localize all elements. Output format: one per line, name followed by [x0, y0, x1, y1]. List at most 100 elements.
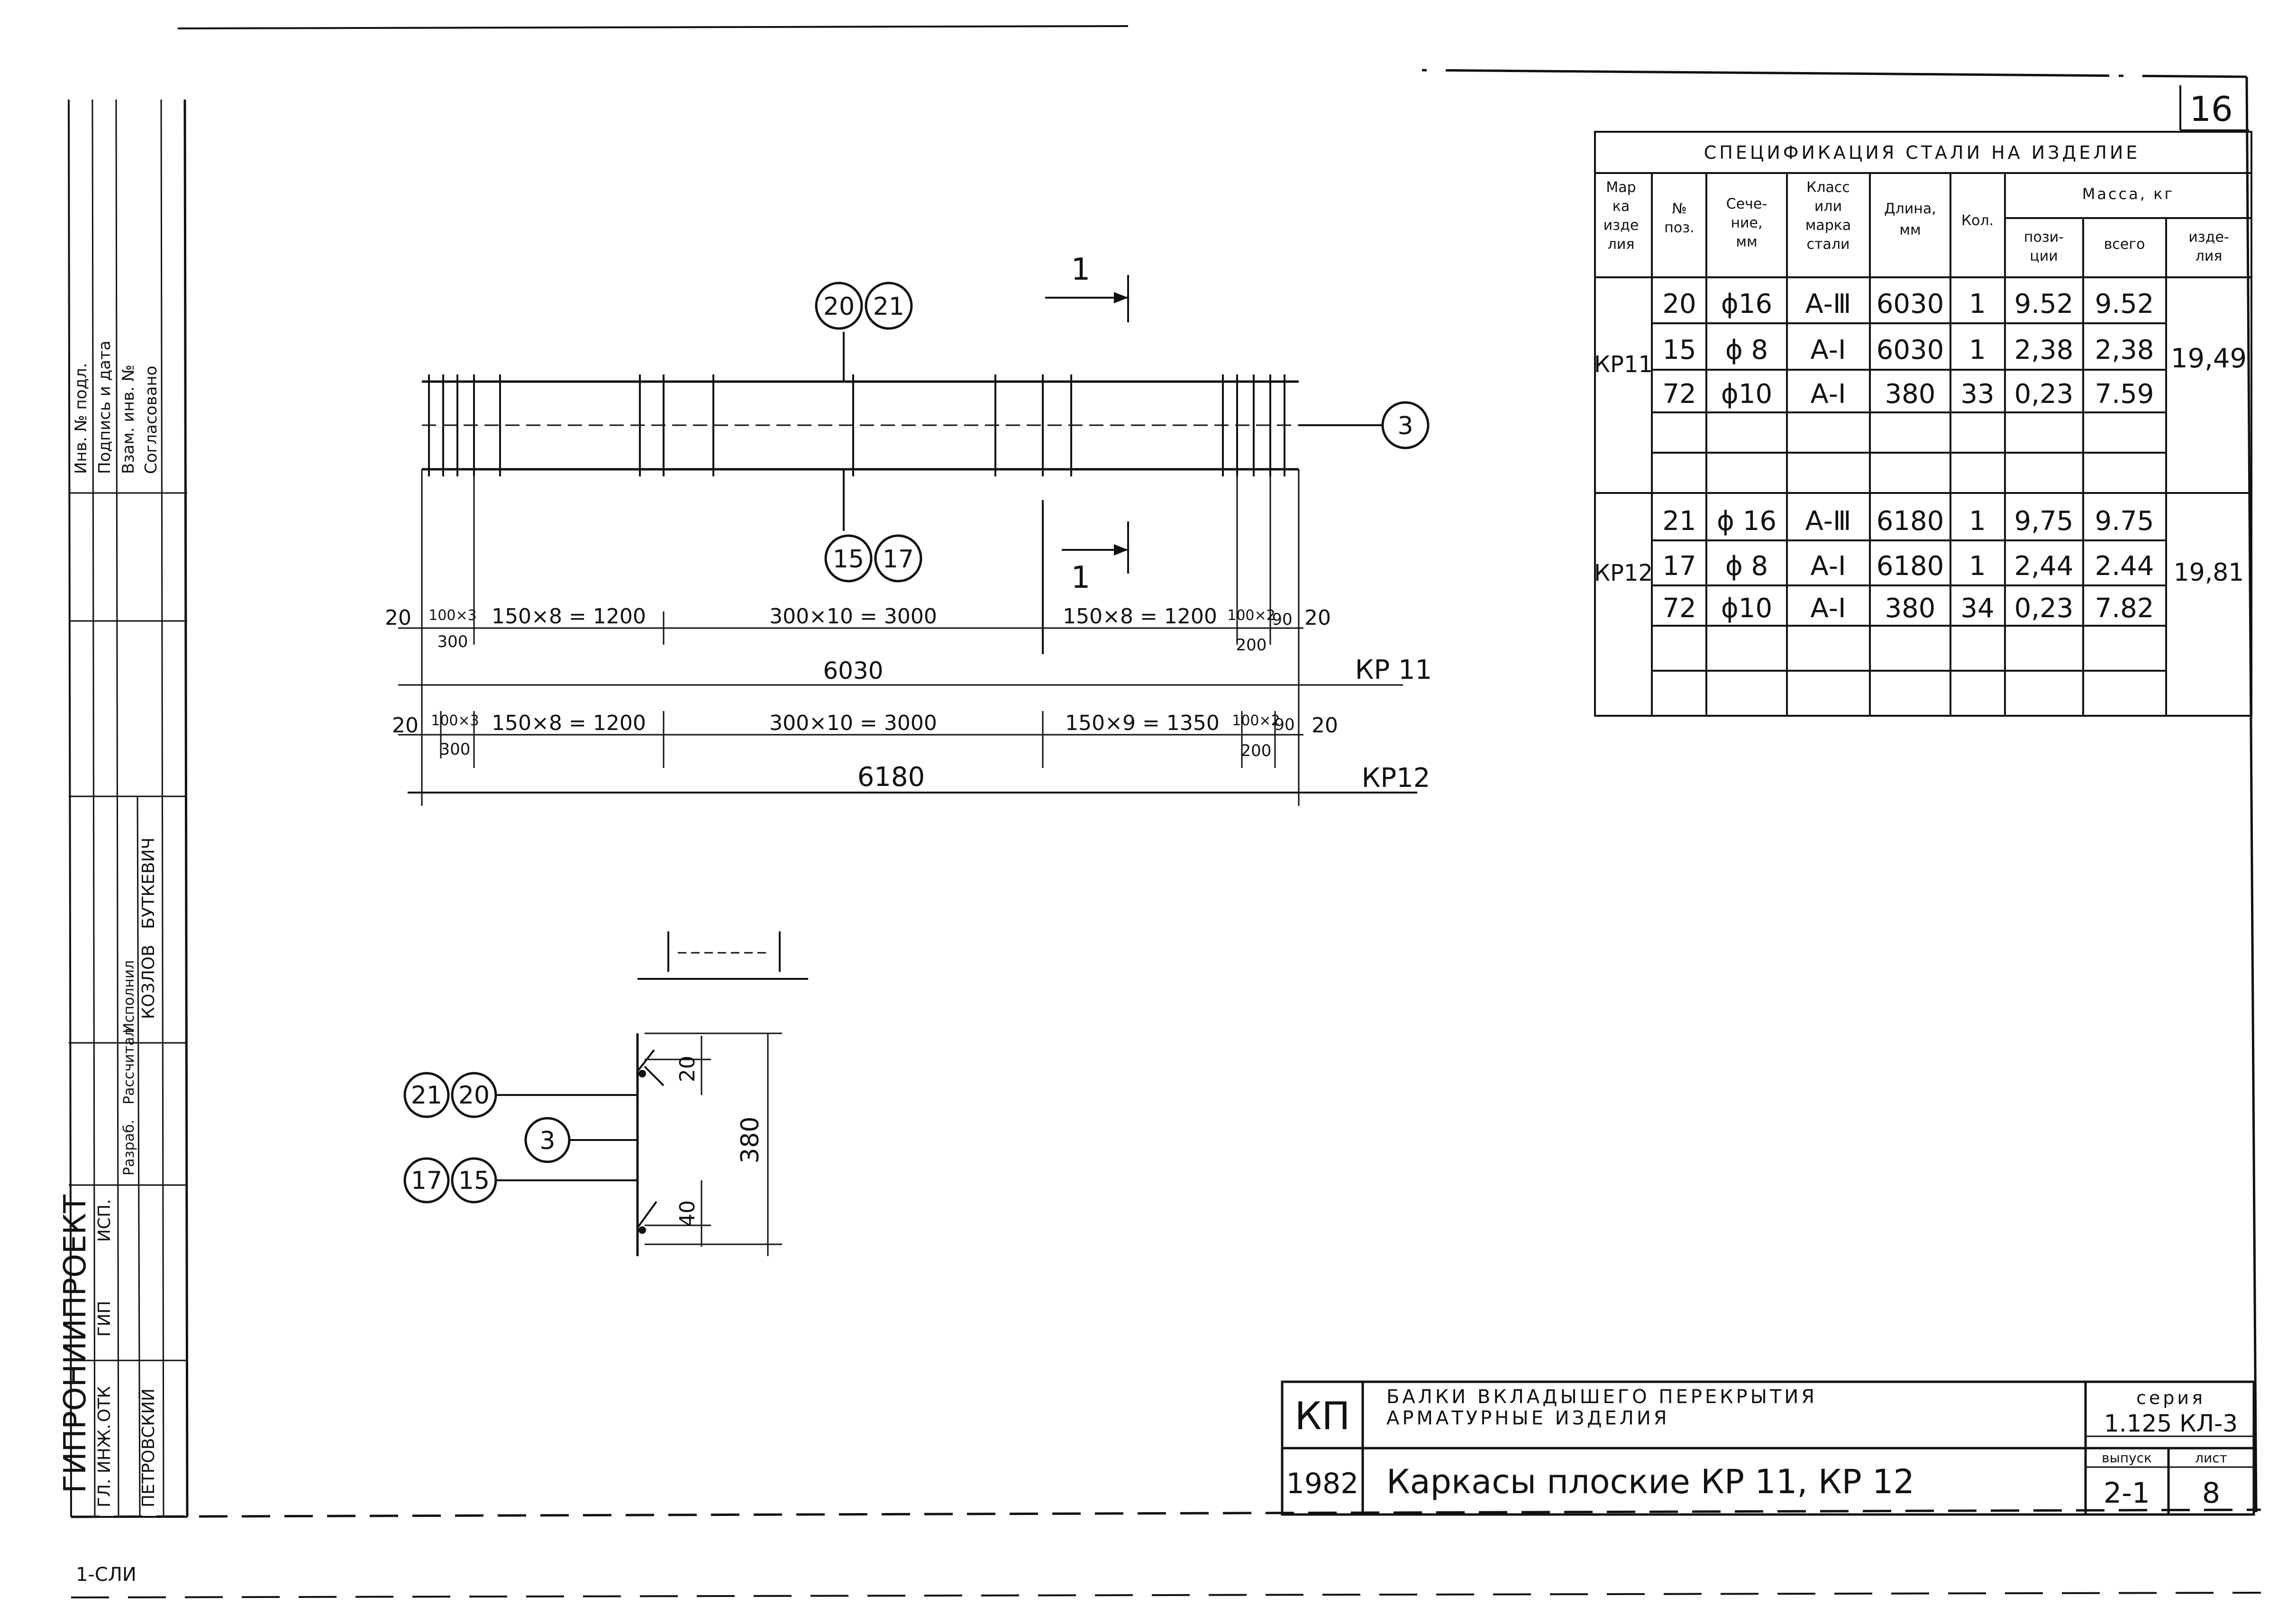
- kr12-seg5-bot: 200: [1241, 741, 1272, 760]
- kr12-seg6: 90: [1274, 715, 1294, 734]
- stamp-name-1: ПЕТРОВСКИЙ: [138, 1388, 158, 1507]
- sheet-value: 8: [2202, 1477, 2220, 1510]
- stamp-role-1: ГЛ. ИНЖ.: [95, 1424, 114, 1507]
- hdr-section-3: мм: [1736, 234, 1757, 250]
- hdr-length-2: мм: [1899, 222, 1921, 238]
- stamp-upper-2: Подпись и дата: [95, 340, 114, 474]
- elevation-arrows: [1114, 292, 1128, 556]
- kr11-seg5-bot: 200: [1236, 636, 1267, 655]
- sheet-title: Каркасы плоские КР 11, КР 12: [1386, 1462, 1914, 1501]
- hdr-length-1: Длина,: [1884, 201, 1936, 217]
- group-item-mass-kr12: 19,81: [2174, 558, 2244, 587]
- cage-elevation: [398, 275, 1417, 806]
- section-mark-bottom: 1: [1071, 560, 1091, 595]
- hdr-mass-pos-2: ции: [2030, 248, 2058, 265]
- sheet-number: 16: [2189, 89, 2233, 129]
- sec-callout-17: 17: [411, 1167, 442, 1195]
- group-item-mass-kr11: 19,49: [2171, 343, 2247, 374]
- callout-15: 15: [833, 545, 864, 574]
- stamp-role-2: ОТК: [95, 1386, 114, 1422]
- kr12-seg4: 150×9 = 1350: [1065, 711, 1220, 735]
- r6-class: А-Ⅰ: [1810, 593, 1846, 624]
- hdr-class-4: стали: [1806, 236, 1850, 253]
- title-block: [1281, 1380, 2255, 1516]
- r1-section: ϕ16: [1721, 289, 1772, 319]
- r3-qty: 33: [1960, 379, 1994, 410]
- title-block-text: КП 1982 БАЛКИ ВКЛАДЫШЕГО ПЕРЕКРЫТИЯ АРМА…: [1286, 1386, 2238, 1510]
- sec-dim-20: 20: [675, 1056, 700, 1082]
- stamp-label-2: Рассчитал: [121, 1028, 137, 1104]
- sec-callout-21: 21: [411, 1081, 442, 1110]
- section-1-1: [493, 931, 808, 1256]
- doc-title-2: АРМАТУРНЫЕ ИЗДЕЛИЯ: [1386, 1407, 1670, 1429]
- r2-pos: 15: [1662, 335, 1696, 365]
- r3-section: ϕ10: [1721, 379, 1772, 410]
- r5-class: А-Ⅰ: [1810, 551, 1846, 582]
- spec-table-text: СПЕЦИФИКАЦИЯ СТАЛИ НА ИЗДЕЛИЕ Мар ка изд…: [1594, 142, 2247, 624]
- hdr-class-2: или: [1814, 198, 1842, 215]
- r6-mass-pos: 0,23: [2014, 593, 2074, 624]
- stamp-upper-1: Инв. № подл.: [72, 363, 91, 474]
- kr12-left-end: 20: [392, 713, 419, 738]
- kr11-seg4: 150×8 = 1200: [1063, 604, 1217, 629]
- r6-length: 380: [1885, 593, 1936, 624]
- hdr-mass-item-1: изде-: [2188, 229, 2229, 246]
- hdr-mass-total: всего: [2104, 236, 2145, 253]
- stamp-name-2: КОЗЛОВ: [139, 945, 158, 1019]
- kr12-seg1-top: 100×3: [431, 712, 479, 729]
- r5-mass-pos: 2,44: [2014, 551, 2074, 582]
- hdr-pos-2: поз.: [1664, 219, 1694, 236]
- r5-qty: 1: [1969, 551, 1986, 582]
- dims-kr12: 20 100×3 300 150×8 = 1200 300×10 = 3000 …: [392, 711, 1430, 794]
- sheet-number-box: 16: [2179, 85, 2249, 131]
- kr12-seg2: 150×8 = 1200: [492, 711, 646, 735]
- kr12-total: 6180: [857, 762, 925, 793]
- callout-3: 3: [1397, 412, 1413, 440]
- kr11-right-end: 20: [1304, 606, 1331, 630]
- doc-title-1: БАЛКИ ВКЛАДЫШЕГО ПЕРЕКРЫТИЯ: [1386, 1386, 1817, 1408]
- r3-class: А-Ⅰ: [1810, 379, 1846, 410]
- hdr-mark-4: лия: [1608, 236, 1635, 253]
- r4-class: А-Ⅲ: [1805, 506, 1851, 537]
- kr11-total: 6030: [823, 657, 883, 684]
- r5-section: ϕ 8: [1725, 551, 1768, 582]
- r4-mass-total: 9.75: [2095, 506, 2154, 537]
- r6-qty: 34: [1960, 593, 1994, 624]
- section-title: 1 — 1: [693, 905, 754, 930]
- kr11-seg2: 150×8 = 1200: [492, 604, 646, 629]
- r3-pos: 72: [1662, 379, 1696, 410]
- r3-mass-pos: 0,23: [2014, 379, 2074, 410]
- section-dots: [638, 1070, 646, 1234]
- r2-section: ϕ 8: [1725, 335, 1768, 365]
- r5-length: 6180: [1877, 551, 1944, 582]
- kr12-seg1-bot: 300: [440, 740, 471, 759]
- r2-class: А-Ⅰ: [1810, 335, 1846, 365]
- hdr-mass: Масса, кг: [2082, 185, 2175, 203]
- hdr-section-1: Сече-: [1726, 196, 1767, 212]
- sec-callout-3: 3: [539, 1127, 555, 1155]
- sec-dim-380: 380: [736, 1116, 765, 1163]
- stamp-label-3: Исполнил: [121, 960, 137, 1033]
- r1-qty: 1: [1969, 289, 1986, 319]
- issue-label: выпуск: [2102, 1450, 2152, 1466]
- r6-pos: 72: [1662, 593, 1696, 624]
- kr11-label: КР 11: [1355, 655, 1432, 685]
- left-stamp: [68, 99, 187, 1518]
- hdr-mark-1: Мар: [1606, 179, 1636, 196]
- r4-pos: 21: [1662, 506, 1696, 537]
- hdr-qty: Кол.: [1961, 212, 1994, 229]
- r4-mass-pos: 9,75: [2014, 506, 2074, 537]
- r1-class: А-Ⅲ: [1805, 289, 1851, 319]
- stamp-label-1: Разраб.: [121, 1120, 137, 1176]
- r1-length: 6030: [1877, 289, 1944, 319]
- bottom-note: 1-СЛИ: [76, 1564, 137, 1586]
- r2-qty: 1: [1969, 335, 1986, 365]
- hdr-mass-pos-1: пози-: [2024, 229, 2064, 246]
- section-callouts: 21 20 3 17 15 1 — 1 380 20 40: [403, 905, 765, 1227]
- stamp-institute: ГИПРОНИИПРОЕКТ: [58, 1194, 93, 1493]
- r6-section: ϕ10: [1721, 593, 1772, 624]
- group-mark-kr11: КР11: [1594, 351, 1653, 378]
- stamp-role-4: ИСП.: [95, 1199, 114, 1242]
- dims-kr11: 20 100×3 300 150×8 = 1200 300×10 = 3000 …: [385, 604, 1432, 685]
